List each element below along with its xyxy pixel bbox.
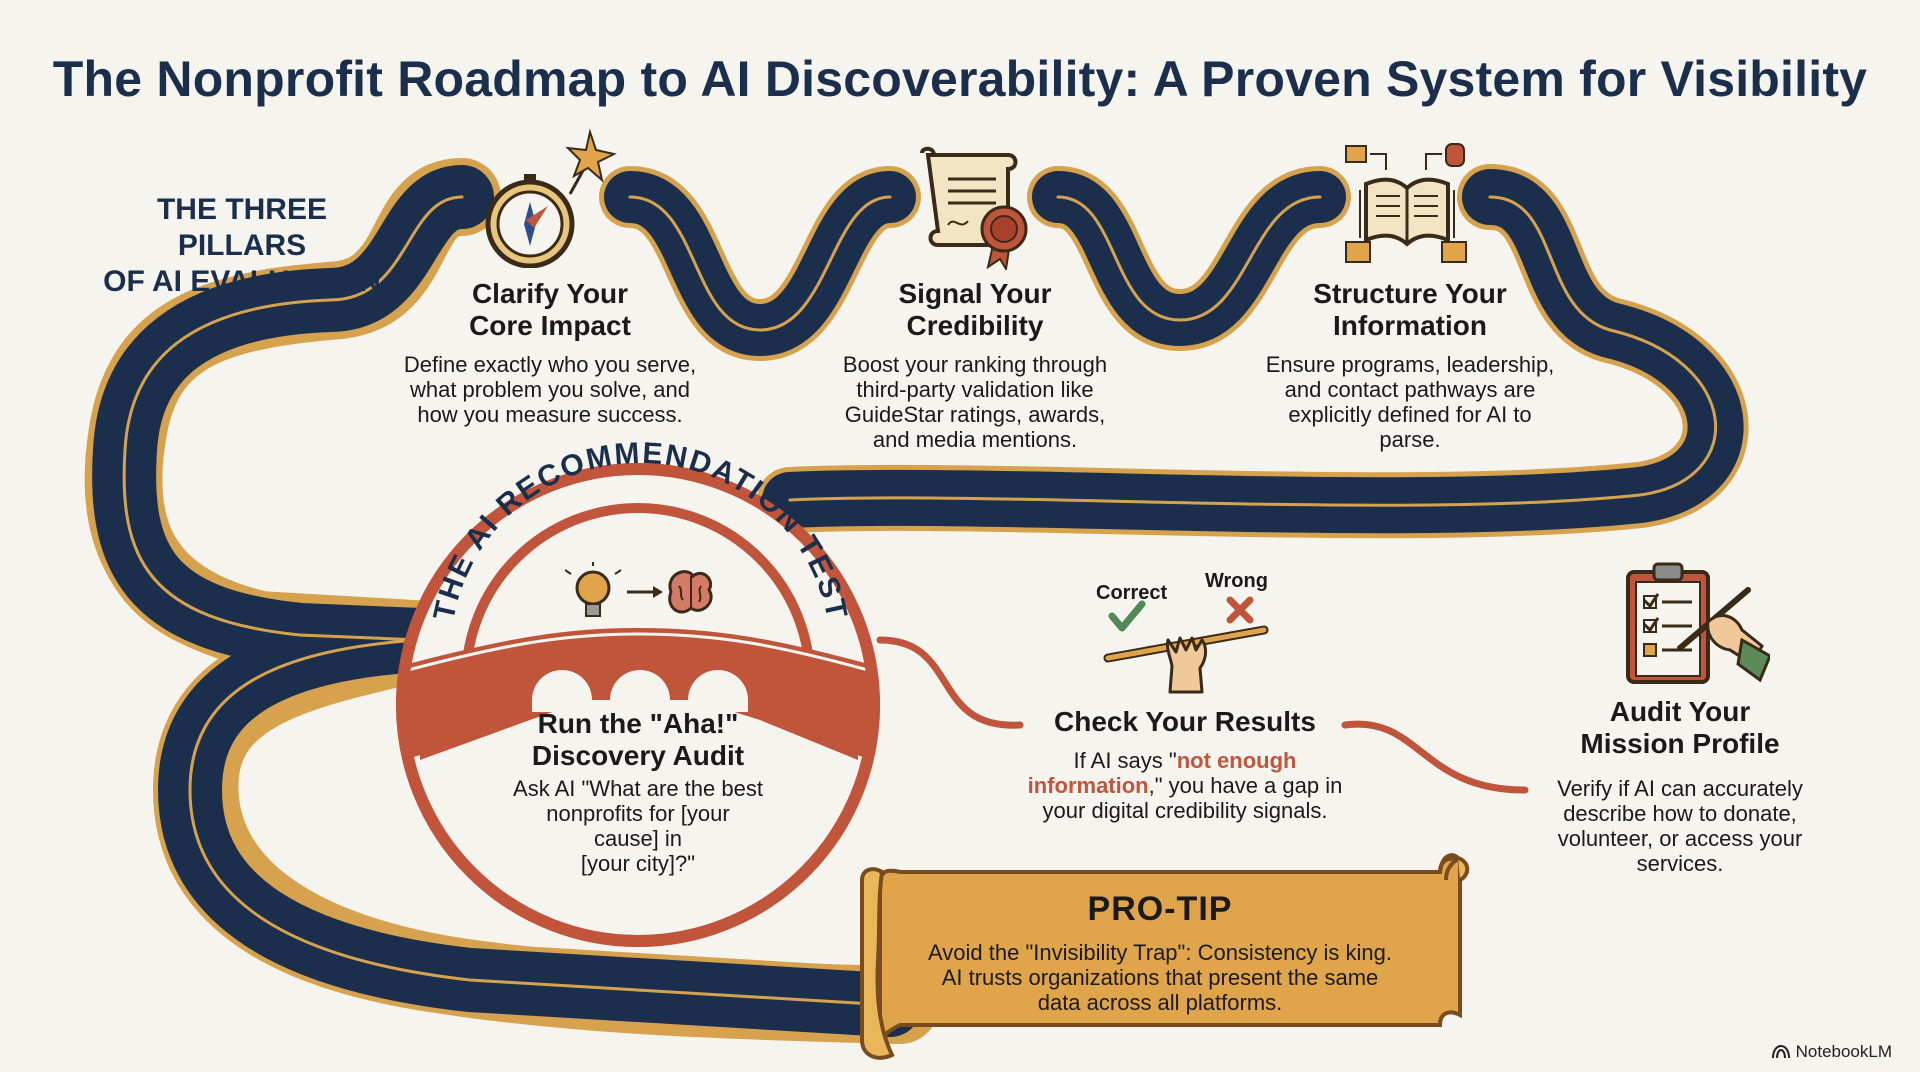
pillars-heading: THE THREE PILLARS OF AI EVALUATION: [92, 192, 392, 300]
pillar-2-body-line: GuideStar ratings, awards,: [844, 402, 1106, 427]
open-book-icon: [1345, 143, 1467, 263]
recommendation-medallion: [396, 463, 880, 947]
brand-text: NotebookLM: [1795, 1042, 1892, 1061]
pillar-3-body-line: Ensure programs, leadership,: [1265, 352, 1555, 377]
check-body: If AI says "not enough information," you…: [980, 748, 1390, 823]
pillar-3-body-line: explicitly defined for AI to: [1288, 402, 1532, 427]
pillar-2-body-line: third-party validation like: [856, 377, 1094, 402]
pillars-heading-line2: OF AI EVALUATION: [103, 265, 381, 298]
balance-hand-icon: [1103, 596, 1269, 694]
pillar-2-heading-line2: Credibility: [906, 310, 1044, 341]
test-body-line: Ask AI "What are the best: [513, 776, 763, 801]
correct-label: Correct: [1096, 582, 1168, 604]
test-body-line: nonprofits for [your: [546, 801, 730, 826]
protip-body-line: data across all platforms.: [1037, 990, 1283, 1015]
check-body-line3: your digital credibility signals.: [1042, 798, 1328, 823]
pillar-3-heading-line1: Structure Your: [1313, 278, 1507, 309]
check-highlight-not-enough: not enough: [1176, 748, 1297, 773]
pillars-heading-line1: THE THREE PILLARS: [156, 193, 327, 262]
protip-title: PRO-TIP: [1087, 890, 1233, 928]
pillar-3-heading: Structure Your Information: [1270, 278, 1550, 342]
audit-body-line: Verify if AI can accurately: [1557, 776, 1803, 801]
wrong-label: Wrong: [1205, 570, 1268, 592]
test-heading-line2: Discovery Audit: [531, 740, 745, 771]
test-body: Ask AI "What are the best nonprofits for…: [490, 776, 786, 876]
protip-body-line: Avoid the "Invisibility Trap": Consisten…: [928, 940, 1392, 965]
audit-body: Verify if AI can accurately describe how…: [1520, 776, 1840, 876]
test-body-line: cause] in: [593, 826, 683, 851]
audit-heading: Audit Your Mission Profile: [1555, 696, 1805, 760]
pillar-1-body-line: Define exactly who you serve,: [403, 352, 697, 377]
test-heading: Run the "Aha!" Discovery Audit: [480, 708, 796, 772]
pillar-1-body: Define exactly who you serve, what probl…: [370, 352, 730, 427]
protip-body-line: AI trusts organizations that present the…: [941, 965, 1379, 990]
lightbulb-to-brain-icon: [565, 562, 713, 617]
audit-heading-line2: Mission Profile: [1580, 728, 1780, 759]
road-center-line: [122, 195, 892, 1007]
pillar-1-body-line: how you measure success.: [417, 402, 683, 427]
check-heading: Check Your Results: [1054, 706, 1316, 737]
pillar-2-body-line: Boost your ranking through: [842, 352, 1108, 377]
audit-body-line: volunteer, or access your: [1557, 826, 1803, 851]
check-body-suffix: ," you have a gap in: [1148, 773, 1343, 798]
protip-scroll: [860, 853, 1470, 1060]
protip-body: Avoid the "Invisibility Trap": Consisten…: [880, 940, 1440, 1015]
pillar-1-heading: Clarify Your Core Impact: [410, 278, 690, 342]
pillar-2-heading: Signal Your Credibility: [835, 278, 1115, 342]
pillar-2-body: Boost your ranking through third-party v…: [795, 352, 1155, 452]
check-body-prefix: If AI says ": [1073, 748, 1177, 773]
pillar-3-body-line: parse.: [1379, 427, 1441, 452]
compass-icon: [485, 128, 617, 268]
audit-body-line: services.: [1636, 851, 1724, 876]
pillar-1-body-line: what problem you solve, and: [409, 377, 691, 402]
page-title: The Nonprofit Roadmap to AI Discoverabil…: [52, 51, 1868, 107]
pillar-1-heading-line1: Clarify Your: [471, 278, 629, 309]
check-body-line1: If AI says "not enough: [980, 748, 1390, 773]
pillar-2-body-line: and media mentions.: [872, 427, 1078, 452]
audit-body-line: describe how to donate,: [1563, 801, 1797, 826]
brand: NotebookLM: [1771, 1042, 1892, 1062]
notebooklm-logo-icon: [1771, 1045, 1790, 1059]
test-heading-line1: Run the "Aha!": [537, 708, 739, 739]
pillar-2-heading-line1: Signal Your: [898, 278, 1052, 309]
pillar-3-body: Ensure programs, leadership, and contact…: [1230, 352, 1590, 452]
pillar-3-heading-line2: Information: [1333, 310, 1487, 341]
check-highlight-information: information: [1027, 773, 1149, 798]
audit-heading-line1: Audit Your: [1609, 696, 1751, 727]
pillar-1-heading-line2: Core Impact: [469, 310, 631, 341]
connector-line: [876, 636, 1024, 729]
pillar-3-body-line: and contact pathways are: [1284, 377, 1536, 402]
check-body-line2: information," you have a gap in: [980, 773, 1390, 798]
connector-line: [1341, 720, 1529, 794]
clipboard-icon: [1626, 562, 1770, 684]
test-body-line: [your city]?": [580, 851, 696, 876]
certificate-icon: [920, 146, 1028, 270]
